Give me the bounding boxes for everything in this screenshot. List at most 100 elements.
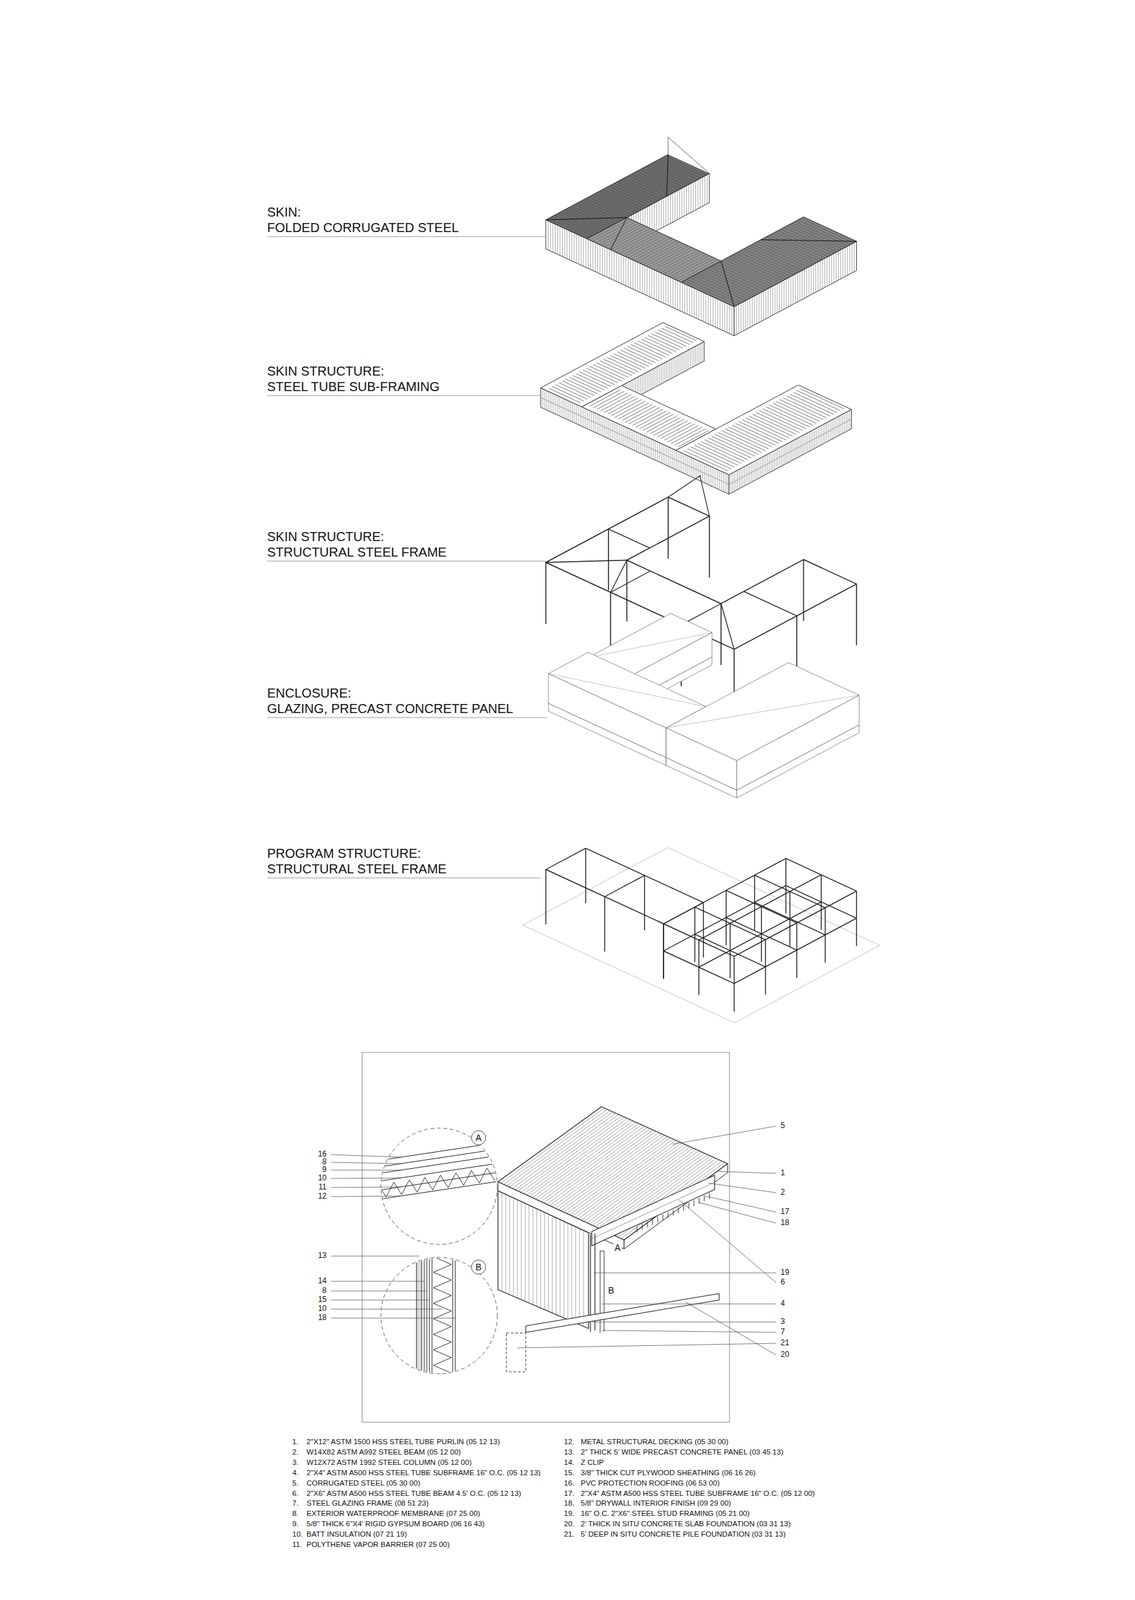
corrugation-line xyxy=(648,164,690,184)
corrugation-line xyxy=(556,1218,557,1316)
subframe-tube xyxy=(658,329,691,345)
corrugation-line xyxy=(567,1223,569,1320)
corrugation-line xyxy=(660,364,662,385)
corrugation-line xyxy=(770,287,771,317)
leader-line xyxy=(331,1300,430,1302)
legend-number: 21. xyxy=(563,1530,575,1540)
corrugation-line xyxy=(677,280,678,310)
corrugation-line xyxy=(688,349,689,370)
corrugation-line xyxy=(690,349,691,369)
leader-line xyxy=(267,878,541,879)
wall-layer xyxy=(426,1254,428,1378)
roof-panel xyxy=(681,217,857,308)
corrugation-line xyxy=(662,363,664,383)
subframe-tube xyxy=(660,422,692,439)
layer-heading: PROGRAM STRUCTURE: xyxy=(267,846,422,862)
detail-tag-circle xyxy=(471,1260,486,1275)
corrugation-line xyxy=(808,267,810,297)
legend-number: 19. xyxy=(563,1510,575,1520)
callout-number: 10 xyxy=(318,1305,327,1315)
corrugation-line xyxy=(686,351,688,371)
subframe-tube xyxy=(668,1212,669,1219)
corrugation-line xyxy=(555,1133,660,1209)
corrugation-line xyxy=(602,245,603,275)
corrugation-line xyxy=(801,270,803,300)
corrugation-line xyxy=(656,270,658,301)
legend-number: 6. xyxy=(292,1490,299,1499)
corrugation-line xyxy=(580,236,582,266)
corrugation-line xyxy=(552,1131,656,1208)
corrugation-line xyxy=(628,175,671,195)
subframe-tube xyxy=(607,397,639,414)
corrugation-line xyxy=(671,358,672,379)
glazing-frame xyxy=(600,1251,601,1334)
callout-number: 13 xyxy=(318,1252,327,1262)
corrugation-line xyxy=(702,292,704,323)
subframe-tube xyxy=(664,424,696,441)
fold-line xyxy=(610,217,627,251)
corrugation-line xyxy=(610,228,651,250)
leader-line xyxy=(331,1170,401,1172)
corrugation-line xyxy=(817,261,819,292)
corrugation-line xyxy=(683,186,685,217)
steel-column xyxy=(607,529,610,591)
corrugation-line xyxy=(619,180,661,200)
corrugation-line xyxy=(501,1193,503,1293)
corrugation-line xyxy=(562,227,563,257)
subframe-tube xyxy=(662,1215,664,1222)
legend-number: 16. xyxy=(563,1479,575,1489)
subframe-tube xyxy=(709,1193,711,1200)
subframe-tube xyxy=(611,399,643,416)
corrugation-line xyxy=(647,371,649,392)
fold-line xyxy=(761,239,857,242)
subframe-tube xyxy=(642,1224,643,1231)
corrugation-line xyxy=(571,206,614,226)
callout-number: 4 xyxy=(780,1299,786,1309)
corrugation-line xyxy=(642,264,643,294)
legend-number: 15. xyxy=(563,1469,575,1478)
legend-text: BATT INSULATION (07 21 19) xyxy=(306,1530,407,1540)
legend-text: 5/8" THICK 6"X4' RIGID GYPSUM BOARD (06 … xyxy=(306,1521,485,1530)
corrugation-line xyxy=(679,281,681,312)
corrugation-line xyxy=(747,299,749,329)
corrugation-line xyxy=(525,1204,526,1303)
corrugation-line xyxy=(676,356,678,376)
callout-number: 18 xyxy=(780,1219,790,1229)
subframe-tube xyxy=(678,1208,680,1214)
legend-number: 2. xyxy=(292,1448,299,1458)
corrugation-line xyxy=(639,169,681,189)
roof-layer xyxy=(378,1155,502,1175)
corrugation-line xyxy=(627,236,669,259)
steel-beam xyxy=(734,891,857,957)
corrugation-line xyxy=(726,303,728,333)
leader-line xyxy=(593,1273,777,1275)
corrugation-line xyxy=(540,1126,645,1203)
corrugation-line xyxy=(509,1196,511,1295)
corrugation-line xyxy=(509,1112,614,1188)
corrugation-line xyxy=(666,362,667,382)
corrugation-line xyxy=(640,375,641,396)
corrugation-line xyxy=(826,257,828,287)
corrugation-line xyxy=(674,192,676,222)
corrugation-line xyxy=(712,296,714,326)
corrugation-line xyxy=(705,293,707,323)
corrugation-line xyxy=(578,235,579,265)
steel-column xyxy=(803,560,805,622)
corrugation-line xyxy=(650,369,652,390)
leader-line xyxy=(331,1196,401,1198)
corrugation-line xyxy=(752,296,753,326)
corrugation-line xyxy=(611,250,612,280)
leader-line xyxy=(267,717,548,719)
steel-beam xyxy=(699,875,822,941)
corrugation-line xyxy=(583,237,584,267)
corrugation-line xyxy=(722,301,724,331)
corrugation-line xyxy=(574,205,616,224)
corrugation-line xyxy=(622,179,665,198)
corrugation-line xyxy=(566,229,568,259)
corrugation-line xyxy=(681,188,683,218)
wall-layer xyxy=(432,1254,433,1378)
corrugation-line xyxy=(627,258,629,288)
steel-beam xyxy=(663,886,786,952)
